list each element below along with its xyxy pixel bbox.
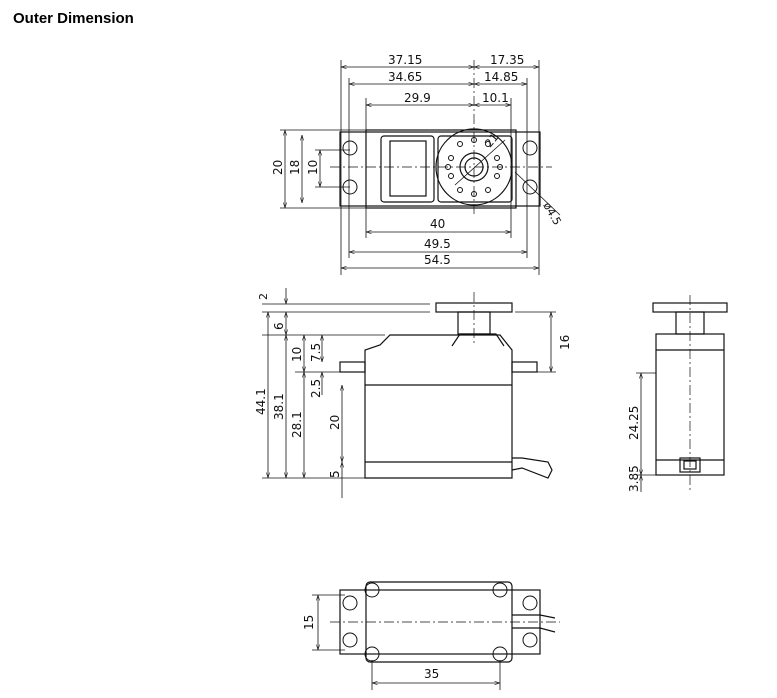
dim-hole: ø4.5 — [540, 200, 563, 227]
dim-20: 20 — [271, 160, 285, 175]
dim-2-5: 2.5 — [309, 379, 323, 398]
dim-49-5: 49.5 — [424, 237, 451, 251]
end-view: 24.25 3.85 — [627, 295, 728, 492]
bottom-view: 15 35 — [302, 581, 560, 690]
dim-horn: 21 — [482, 131, 501, 150]
section-title: Outer Dimension — [13, 10, 134, 27]
dim-10: 10 — [306, 160, 320, 175]
dim-18: 18 — [288, 160, 302, 175]
dim-20-side: 20 — [328, 415, 342, 430]
top-view: 37.15 17.35 34.65 14.85 29.9 10.1 40 49.… — [271, 53, 564, 275]
dim-24-25: 24.25 — [627, 406, 641, 440]
dim-14-85: 14.85 — [484, 70, 518, 84]
dim-7-5: 7.5 — [309, 343, 323, 362]
dim-44-1: 44.1 — [254, 388, 268, 415]
dim-10-side: 10 — [290, 347, 304, 362]
dim-35: 35 — [424, 667, 439, 681]
dim-6: 6 — [272, 322, 286, 330]
dim-37-15: 37.15 — [388, 53, 422, 67]
dim-17-35: 17.35 — [490, 53, 524, 67]
dim-10-1: 10.1 — [482, 91, 509, 105]
dim-5: 5 — [328, 470, 342, 478]
dim-28-1: 28.1 — [290, 411, 304, 438]
dim-40: 40 — [430, 217, 445, 231]
dim-29-9: 29.9 — [404, 91, 431, 105]
side-view: 2 6 44.1 38.1 28.1 10 7.5 2.5 20 5 16 — [254, 288, 572, 498]
dim-15: 15 — [302, 615, 316, 630]
dim-2: 2 — [257, 293, 270, 300]
dim-16: 16 — [558, 335, 572, 350]
dim-34-65: 34.65 — [388, 70, 422, 84]
dim-54-5: 54.5 — [424, 253, 451, 267]
dim-3-85: 3.85 — [627, 465, 641, 492]
dim-38-1: 38.1 — [272, 393, 286, 420]
